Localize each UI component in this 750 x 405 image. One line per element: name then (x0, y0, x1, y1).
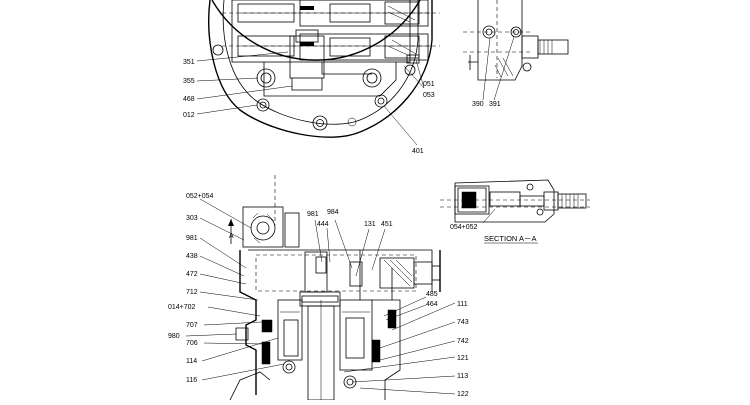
motor-end-view (208, 0, 440, 138)
label-131: 131 (364, 221, 376, 228)
label-980: 980 (168, 333, 180, 340)
label-391: 391 (489, 101, 501, 108)
label-984: 984 (327, 209, 339, 216)
label-451: 451 (381, 221, 393, 228)
label-121: 121 (457, 355, 469, 362)
label-743: 743 (457, 319, 469, 326)
label-section-a: A (229, 233, 234, 240)
label-122: 122 (457, 391, 469, 398)
label-706: 706 (186, 340, 198, 347)
label-438: 438 (186, 253, 198, 260)
label-014-702: 014+702 (168, 304, 196, 311)
label-111: 111 (457, 301, 468, 308)
label-742: 742 (457, 338, 469, 345)
label-053: 053 (423, 92, 435, 99)
label-390: 390 (472, 101, 484, 108)
label-707: 707 (186, 322, 198, 329)
label-052-054: 052+054 (186, 193, 214, 200)
main-cross-section (228, 175, 441, 401)
label-712: 712 (186, 289, 198, 296)
label-472: 472 (186, 271, 198, 278)
label-051: 051 (423, 81, 435, 88)
label-981-top: 981 (307, 211, 319, 218)
label-012: 012 (183, 112, 195, 119)
label-485: 485 (426, 291, 438, 298)
section-title: SECTION A－A (484, 234, 537, 243)
leader-lines-bottom (185, 198, 456, 395)
label-444: 444 (317, 221, 329, 228)
label-464: 464 (426, 301, 438, 308)
label-401: 401 (412, 148, 424, 155)
label-303: 303 (186, 215, 198, 222)
label-351: 351 (183, 59, 195, 66)
section-a-a-view (440, 179, 590, 244)
label-116: 116 (186, 377, 197, 384)
label-113: 113 (457, 373, 468, 380)
side-view (463, 0, 569, 101)
label-355: 355 (183, 78, 195, 85)
label-468: 468 (183, 96, 195, 103)
label-054-052: 054+052 (450, 224, 478, 231)
label-114: 114 (186, 358, 197, 365)
label-981-left: 981 (186, 235, 198, 242)
leader-lines-top (196, 51, 425, 146)
